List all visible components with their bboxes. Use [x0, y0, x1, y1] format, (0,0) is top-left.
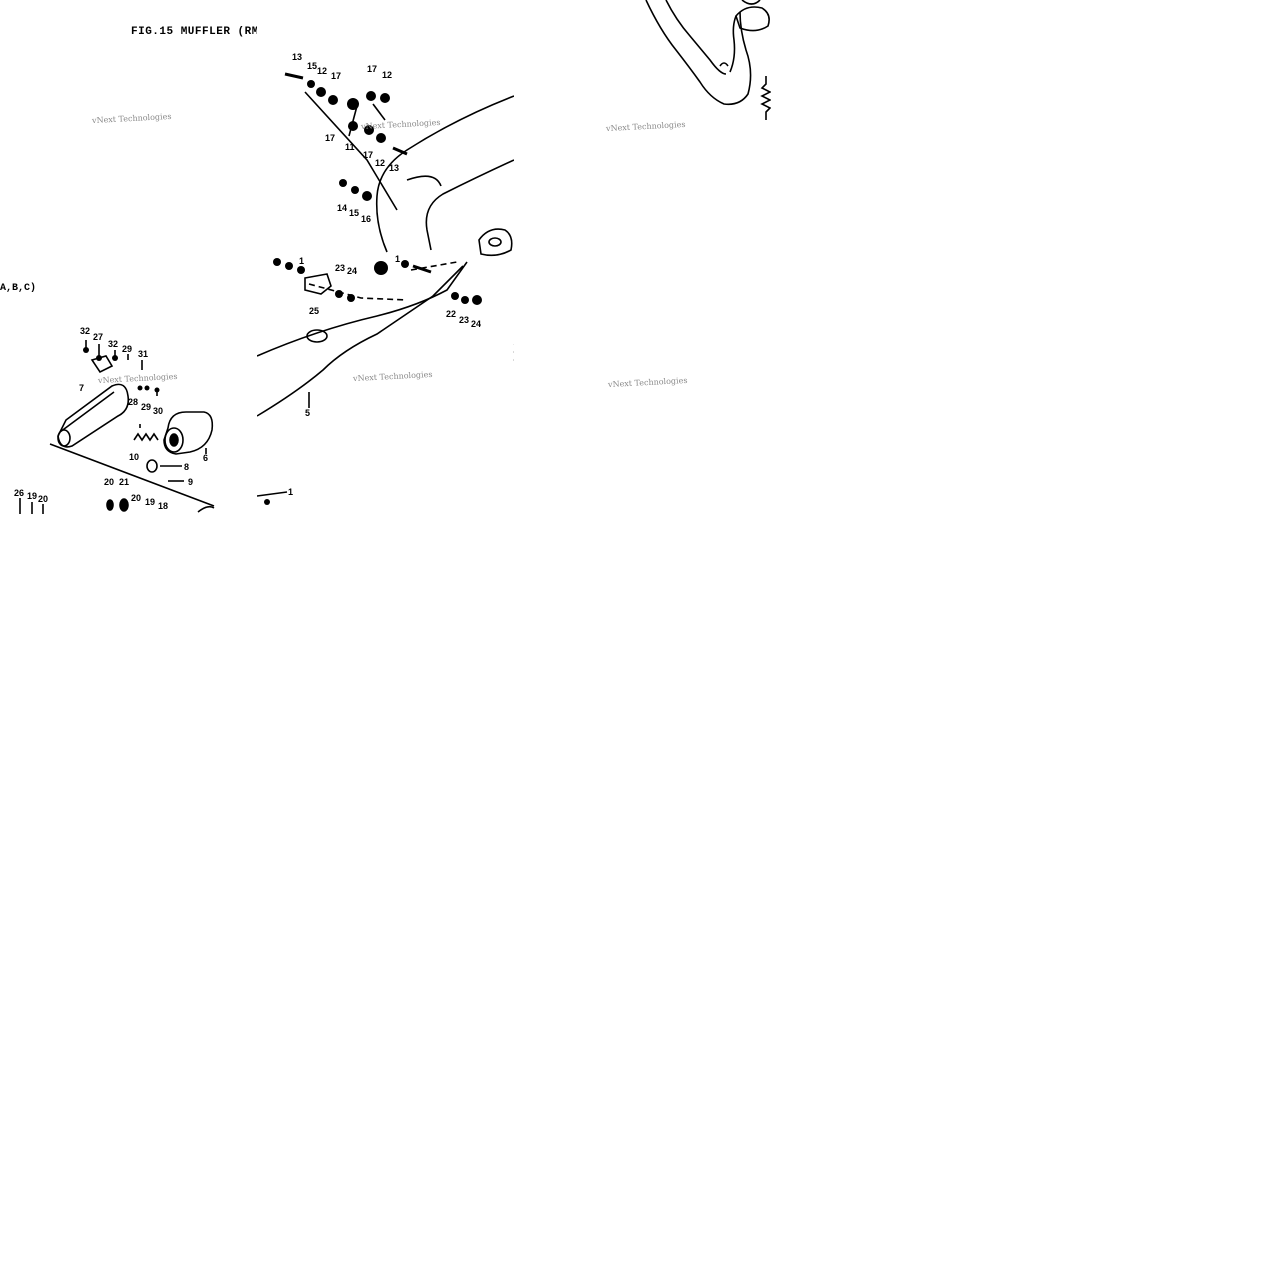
part-number: 12	[317, 66, 327, 76]
clamp-ring	[146, 459, 158, 473]
mount-bracket	[304, 273, 332, 295]
diagram-tile-muffler: FIG.15 MUFFLER (RM125/ A,B,C) vNext Tech…	[0, 0, 257, 514]
part-number: 17	[331, 71, 341, 81]
end-cap	[163, 411, 214, 455]
part-number: 17	[363, 150, 373, 160]
model-variant-label: A,B,C)	[0, 283, 37, 294]
part-number: 32	[108, 339, 118, 349]
part-number: 23	[335, 263, 345, 273]
part-number: 31	[138, 349, 148, 359]
header-pipe-inner	[665, 0, 727, 75]
part-number: 27	[93, 332, 103, 342]
part-number: 23	[459, 315, 469, 325]
part-number: 14	[337, 203, 347, 213]
part-number: 8	[184, 462, 189, 472]
part-number: 30	[153, 406, 163, 416]
mount-bracket	[90, 355, 114, 374]
part-number: 1	[395, 254, 400, 264]
heat-shield-edge	[49, 443, 215, 507]
part-number: 10	[129, 452, 139, 462]
silencer-body	[57, 383, 130, 448]
part-number: 20	[131, 493, 141, 503]
figure-title: FIG.15 MUFFLER (RM125/	[131, 26, 257, 38]
part-number: 22	[446, 309, 456, 319]
part-number: 19	[145, 497, 155, 507]
part-number: 29	[122, 344, 132, 354]
part-number: 13	[292, 52, 302, 62]
part-number: 19	[27, 491, 37, 501]
part-number: 5	[305, 408, 310, 418]
spring	[760, 76, 771, 120]
part-number: 29	[141, 402, 151, 412]
part-number: 25	[309, 306, 319, 316]
part-number-labels: 13 15 12 17 17 12 17 11 17 12 13 14 15 1…	[288, 52, 481, 497]
expansion-chamber-upper	[375, 95, 514, 253]
diagram-tile-exhaust-pipe: vNext Technologies vNext Technologies	[257, 0, 514, 514]
part-number: 11	[345, 142, 355, 152]
muffler-drawing: 32 27 32 29 31 7 28 29 30 10 8 6 9 20 21…	[14, 326, 215, 514]
part-number: 24	[347, 266, 357, 276]
part-number: 17	[325, 133, 335, 143]
part-number: 12	[375, 158, 385, 168]
part-number: 13	[389, 163, 399, 173]
header-flange	[735, 6, 770, 32]
silencer-outlet	[57, 429, 71, 447]
part-number: 20	[104, 477, 114, 487]
part-number: 15	[307, 61, 317, 71]
part-number: 28	[128, 397, 138, 407]
exhaust-flange	[478, 228, 513, 257]
part-number: 20	[38, 494, 48, 504]
part-number: 24	[471, 319, 481, 329]
part-number: 9	[188, 477, 193, 487]
expansion-chamber-lower	[425, 159, 514, 251]
part-number-labels: 32 27 32 29 31 7 28 29 30 10 8 6 9 20 21…	[14, 326, 208, 511]
part-number: 1	[288, 487, 293, 497]
exhaust-pipe-drawing: 13 15 12 17 17 12 17 11 17 12 13 14 15 1…	[257, 52, 514, 505]
part-number: 15	[349, 208, 359, 218]
stinger-lower	[257, 265, 464, 417]
part-number: 7	[79, 383, 84, 393]
part-number: 18	[158, 501, 168, 511]
part-number: 17	[367, 64, 377, 74]
part-number: 21	[119, 477, 129, 487]
part-number: 1	[299, 256, 304, 266]
part-number: 6	[203, 453, 208, 463]
header-pipe-outer	[645, 0, 752, 106]
header-pipe-drawing	[645, 0, 771, 120]
part-number: 16	[361, 214, 371, 224]
part-number: 32	[80, 326, 90, 336]
part-number: 12	[382, 70, 392, 80]
spring	[133, 432, 159, 442]
diagram-tile-header-pipe: vNext Technologies vNext Technologies	[514, 0, 771, 514]
part-number: 26	[14, 488, 24, 498]
